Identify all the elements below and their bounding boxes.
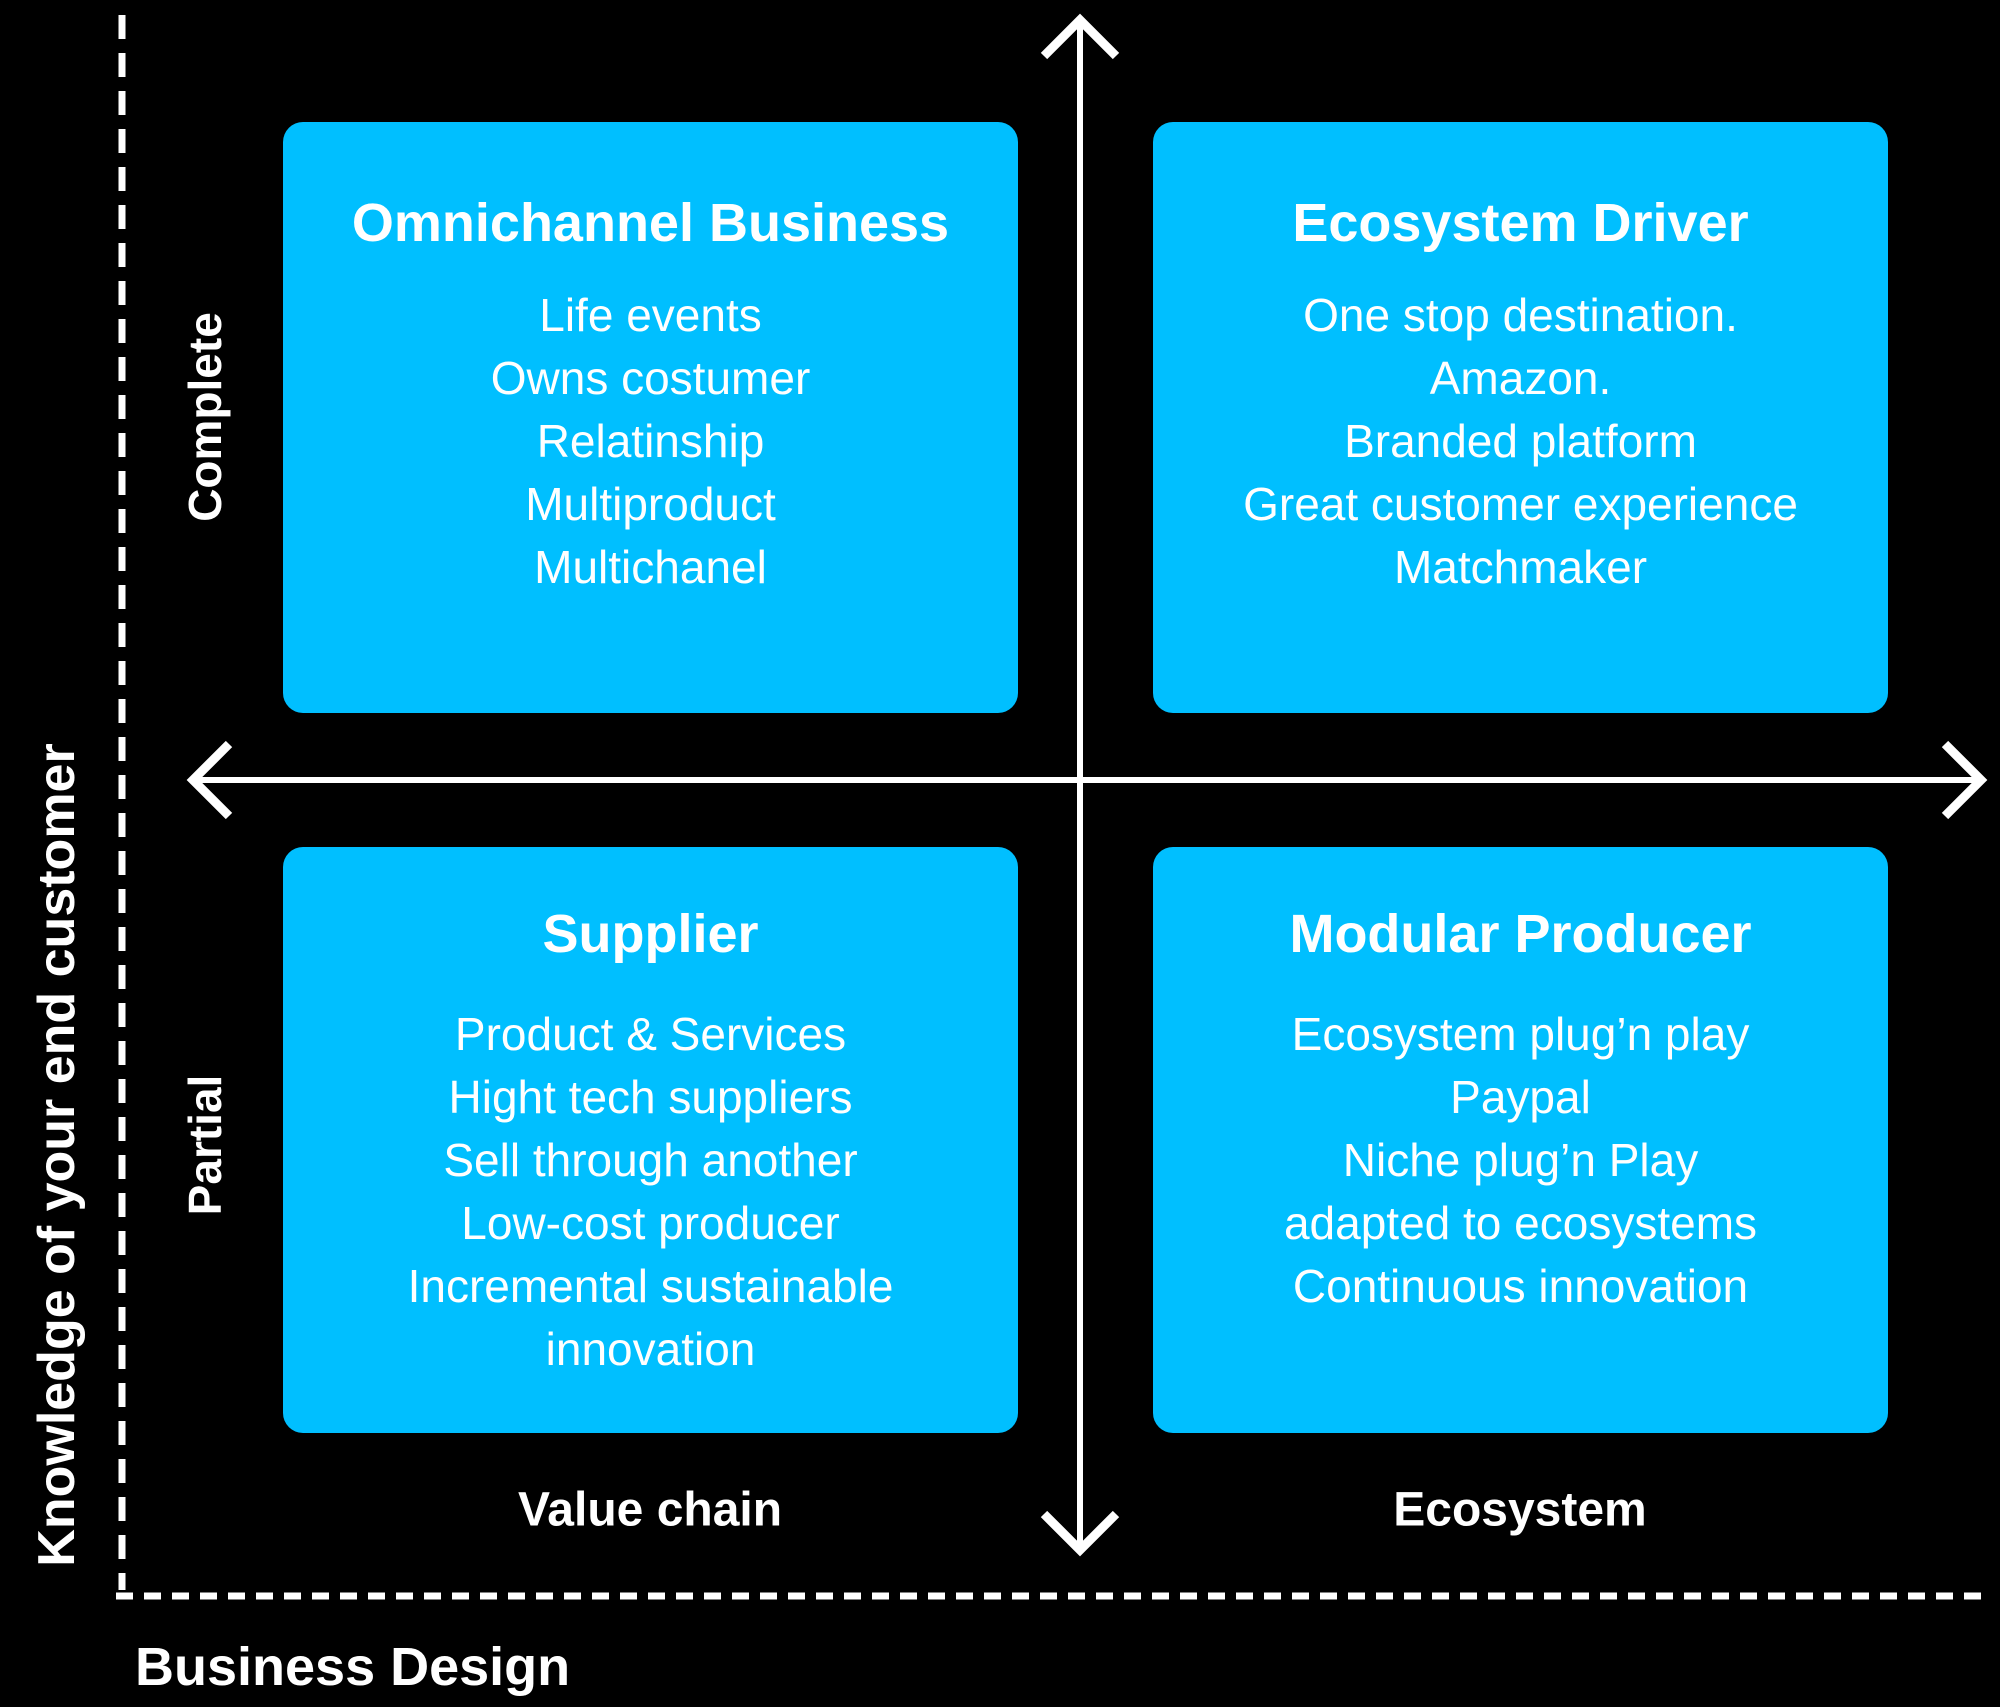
quadrant-line: Sell through another: [443, 1134, 858, 1186]
quadrant-ecosystem-driver: Ecosystem Driver One stop destination. A…: [1153, 122, 1888, 713]
quadrant-line: Life events: [539, 289, 762, 341]
quadrant-body: Life events Owns costumer Relatinship Mu…: [301, 284, 1001, 599]
quadrant-line: Incremental sustainable innovation: [407, 1260, 894, 1375]
quadrant-line: Matchmaker: [1393, 541, 1648, 593]
quadrant-title: Ecosystem Driver: [1292, 193, 1749, 253]
quadrant-line: Continuous innovation: [1292, 1260, 1749, 1312]
quadrant-line: Low-cost producer: [461, 1197, 840, 1249]
quadrant-line: Owns costumer: [490, 352, 811, 404]
quadrant-title: Omnichannel Business: [351, 193, 950, 253]
quadrant-supplier: Supplier Product & Services Hight tech s…: [283, 847, 1018, 1433]
quadrant-body: One stop destination. Amazon. Branded pl…: [1171, 284, 1871, 599]
arrowhead-up-icon: [1040, 13, 1120, 60]
x-axis-tick-ecosystem: Ecosystem: [1393, 1483, 1647, 1537]
vertical-axis-arrow: [1040, 13, 1120, 1557]
quadrant-line: Great customer experience: [1243, 478, 1798, 530]
quadrant-line: Hight tech suppliers: [448, 1071, 853, 1123]
quadrant-line: Branded platform: [1344, 415, 1697, 467]
x-axis-tick-value-chain: Value chain: [517, 1483, 783, 1537]
quadrant-line: Paypal: [1450, 1071, 1591, 1123]
quadrant-body: Product & Services Hight tech suppliers …: [301, 1003, 1001, 1381]
quadrant-line: adapted to ecosystems: [1283, 1197, 1758, 1249]
y-axis-title: Knowledge of your end customer: [28, 743, 86, 1567]
quadrant-omnichannel-business: Omnichannel Business Life events Owns co…: [283, 122, 1018, 713]
quadrant-body: Ecosystem plug’n play Paypal Niche plug’…: [1171, 1003, 1871, 1318]
quadrant-line: One stop destination.: [1303, 289, 1738, 341]
quadrant-line: Ecosystem plug’n play: [1291, 1008, 1750, 1060]
x-axis-title: Business Design: [135, 1637, 571, 1697]
quadrant-line: Niche plug’n Play: [1342, 1134, 1699, 1186]
arrowhead-left-icon: [186, 740, 233, 820]
quadrant-line: Product & Services: [454, 1008, 847, 1060]
quadrant-title: Supplier: [542, 904, 759, 964]
y-axis-tick-complete: Complete: [179, 312, 231, 522]
quadrant-line: Multiproduct: [525, 478, 776, 530]
quadrant-title: Modular Producer: [1289, 904, 1752, 964]
quadrant-line: Multichanel: [534, 541, 767, 593]
arrowhead-right-icon: [1941, 740, 1988, 820]
quadrant-line: Amazon.: [1429, 352, 1612, 404]
arrowhead-down-icon: [1040, 1510, 1120, 1557]
horizontal-axis-arrow: [186, 740, 1988, 820]
quadrant-line: Relatinship: [536, 415, 765, 467]
y-axis-tick-partial: Partial: [179, 1074, 231, 1216]
quadrant-modular-producer: Modular Producer Ecosystem plug’n play P…: [1153, 847, 1888, 1433]
